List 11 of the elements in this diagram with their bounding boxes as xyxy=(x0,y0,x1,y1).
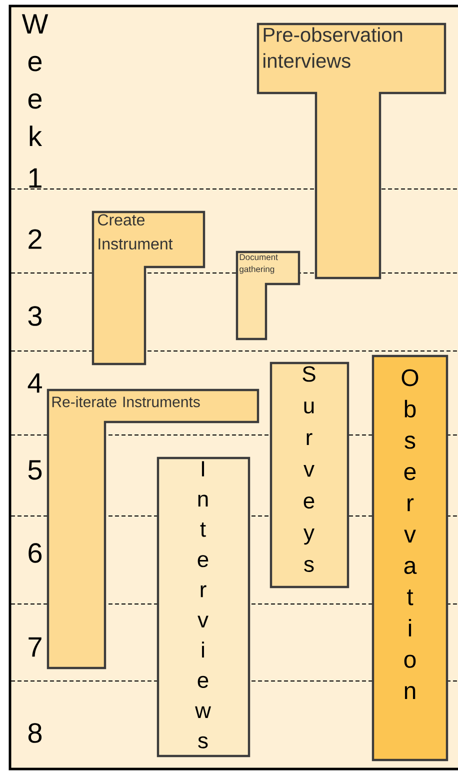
axis-title: Week xyxy=(22,14,48,146)
activity-block: Surveys xyxy=(270,362,350,588)
week-number: 3 xyxy=(28,306,42,326)
week-number: 2 xyxy=(28,229,42,249)
activity-block: Interviews xyxy=(156,456,250,758)
week-number: 8 xyxy=(28,723,42,743)
week-number: 1 xyxy=(29,168,42,188)
activity-block: Document gathering xyxy=(236,250,300,340)
activity-block: Create Instrument xyxy=(92,210,206,366)
week-number: 4 xyxy=(28,373,42,393)
activity-block: Observation xyxy=(372,354,448,762)
